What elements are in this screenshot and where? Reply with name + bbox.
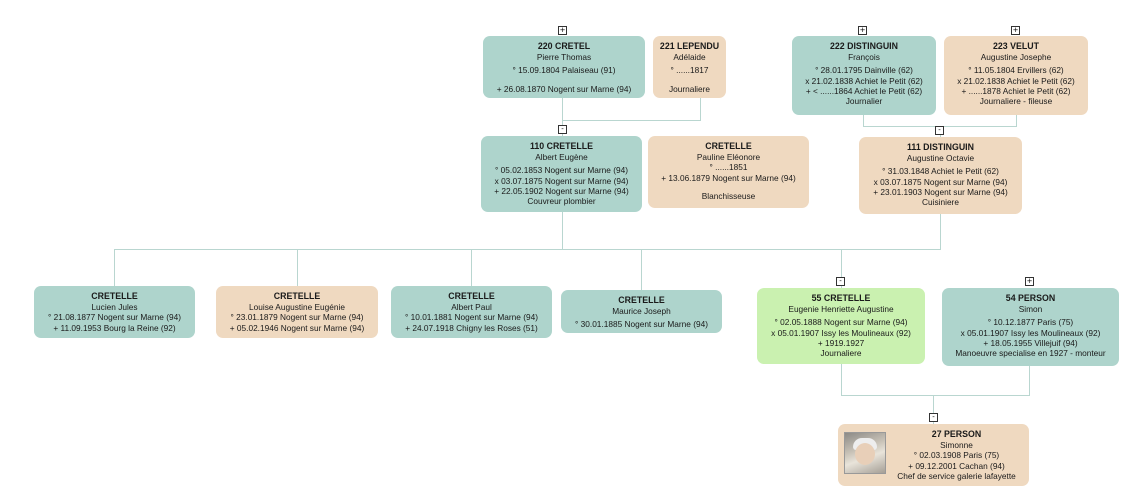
- person-name: CRETELLE: [705, 141, 752, 151]
- collapse-toggle-27[interactable]: -: [929, 413, 938, 422]
- person-death: + 1919.1927: [817, 337, 865, 348]
- person-card-55[interactable]: 55 CRETELLE Eugenie Henriette Augustine …: [757, 288, 925, 364]
- person-occupation: Manoeuvre specialise en 1927 - monteur: [955, 348, 1106, 359]
- person-birth: ° ......1851: [709, 162, 748, 173]
- person-card-222[interactable]: 222 DISTINGUIN François ° 28.01.1795 Dai…: [792, 36, 936, 115]
- expand-toggle-54[interactable]: +: [1025, 277, 1034, 286]
- person-name: 221 LEPENDU: [659, 41, 720, 51]
- person-birth: ° 10.01.1881 Nogent sur Marne (94): [405, 312, 538, 323]
- person-name: 220 CRETEL: [537, 41, 591, 51]
- person-death: + 13.06.1879 Nogent sur Marne (94): [661, 172, 796, 183]
- person-marriage: x 05.01.1907 Issy les Moulineaux (92): [960, 327, 1101, 338]
- person-occupation: Couvreur plombier: [527, 196, 596, 207]
- person-name: 110 CRETELLE: [529, 141, 594, 151]
- person-birth: ° 31.03.1848 Achiet le Petit (62): [882, 166, 999, 177]
- person-card-110[interactable]: 110 CRETELLE Albert Eugène ° 05.02.1853 …: [481, 136, 642, 212]
- person-first-names: Simonne: [940, 440, 973, 450]
- person-card-111[interactable]: 111 DISTINGUIN Augustine Octavie ° 31.03…: [859, 137, 1022, 214]
- expand-toggle-222[interactable]: +: [858, 26, 867, 35]
- person-first-names: Louise Augustine Eugénie: [249, 302, 345, 312]
- person-name: CRETELLE: [618, 295, 665, 305]
- person-birth: ° 11.05.1804 Ervillers (62): [968, 65, 1064, 76]
- person-card-maurice[interactable]: CRETELLE Maurice Joseph ° 30.01.1885 Nog…: [561, 290, 722, 333]
- person-details: 27 PERSON Simonne ° 02.03.1908 Paris (75…: [886, 429, 1027, 481]
- person-card-220[interactable]: 220 CRETEL Pierre Thomas ° 15.09.1804 Pa…: [483, 36, 645, 98]
- person-birth: ° 28.01.1795 Dainville (62): [815, 65, 913, 76]
- person-card-pauline[interactable]: CRETELLE Pauline Eléonore ° ......1851 +…: [648, 136, 809, 208]
- person-name: 222 DISTINGUIN: [830, 41, 898, 51]
- person-death: + 05.02.1946 Nogent sur Marne (94): [229, 322, 365, 333]
- person-death: + 24.07.1918 Chigny les Roses (51): [405, 322, 538, 333]
- person-name: 55 CRETELLE: [811, 293, 871, 303]
- person-name: 111 DISTINGUIN: [907, 142, 974, 152]
- person-first-names: Eugenie Henriette Augustine: [788, 304, 894, 314]
- expand-toggle-223[interactable]: +: [1011, 26, 1020, 35]
- person-occupation: Blanchisseuse: [701, 190, 756, 201]
- collapse-toggle-110[interactable]: -: [558, 125, 567, 134]
- person-death: + 22.05.1902 Nogent sur Marne (94): [494, 185, 629, 196]
- person-name: 223 VELUT: [993, 41, 1039, 51]
- person-death: + 23.01.1903 Nogent sur Marne (94): [873, 186, 1008, 197]
- person-card-221[interactable]: 221 LEPENDU Adélaide ° ......1817 Journa…: [653, 36, 726, 98]
- person-occupation: Journalier: [845, 96, 883, 107]
- person-name: CRETELLE: [273, 291, 321, 301]
- person-occupation: Journaliere: [820, 348, 862, 359]
- person-card-albert-paul[interactable]: CRETELLE Albert Paul ° 10.01.1881 Nogent…: [391, 286, 552, 338]
- person-occupation: Journaliere: [668, 83, 711, 94]
- person-birth: ° 23.01.1879 Nogent sur Marne (94): [230, 312, 364, 323]
- person-first-names: Adélaide: [673, 52, 706, 62]
- person-card-lucien[interactable]: CRETELLE Lucien Jules ° 21.08.1877 Nogen…: [34, 286, 195, 338]
- person-card-223[interactable]: 223 VELUT Augustine Josephe ° 11.05.1804…: [944, 36, 1088, 115]
- person-marriage: x 21.02.1838 Achiet le Petit (62): [805, 75, 923, 86]
- person-card-54[interactable]: 54 PERSON Simon ° 10.12.1877 Paris (75) …: [942, 288, 1119, 366]
- person-birth: ° 02.03.1908 Paris (75): [913, 450, 1000, 461]
- person-card-27[interactable]: 27 PERSON Simonne ° 02.03.1908 Paris (75…: [838, 424, 1029, 486]
- person-first-names: Albert Paul: [451, 302, 492, 312]
- person-death: + 09.12.2001 Cachan (94): [908, 460, 1005, 471]
- person-first-names: Simon: [1018, 304, 1043, 314]
- person-death: + < ......1864 Achiet le Petit (62): [805, 85, 923, 96]
- person-first-names: Lucien Jules: [91, 302, 138, 312]
- person-first-names: Pierre Thomas: [536, 52, 592, 62]
- person-card-louise[interactable]: CRETELLE Louise Augustine Eugénie ° 23.0…: [216, 286, 378, 338]
- person-occupation: Cuisiniere: [922, 197, 959, 208]
- person-name: 54 PERSON: [1005, 293, 1056, 303]
- person-birth: ° ......1817: [670, 65, 709, 76]
- person-name: CRETELLE: [91, 291, 138, 301]
- person-death: + 11.09.1953 Bourg la Reine (92): [53, 322, 176, 333]
- person-occupation: Chef de service galerie lafayette: [897, 470, 1016, 481]
- collapse-toggle-55[interactable]: -: [836, 277, 845, 286]
- person-first-names: Albert Eugène: [535, 152, 588, 162]
- person-first-names: François: [848, 52, 880, 62]
- person-death: + ......1878 Achiet le Petit (62): [961, 85, 1071, 96]
- person-first-names: Augustine Octavie: [906, 153, 975, 163]
- person-name: 27 PERSON: [931, 429, 982, 439]
- expand-toggle-220[interactable]: +: [558, 26, 567, 35]
- person-marriage: x 05.01.1907 Issy les Moulineaux (92): [771, 327, 911, 338]
- person-marriage: x 03.07.1875 Nogent sur Marne (94): [873, 176, 1008, 187]
- person-birth: ° 15.09.1804 Palaiseau (91): [512, 65, 616, 76]
- person-marriage: x 21.02.1838 Achiet le Petit (62): [957, 75, 1075, 86]
- person-occupation: Journaliere - fileuse: [979, 96, 1053, 107]
- person-birth: ° 02.05.1888 Nogent sur Marne (94): [774, 317, 908, 328]
- person-birth: ° 05.02.1853 Nogent sur Marne (94): [495, 165, 628, 176]
- person-birth: ° 10.12.1877 Paris (75): [987, 317, 1074, 328]
- person-death: + 26.08.1870 Nogent sur Marne (94): [496, 83, 632, 94]
- person-first-names: Augustine Josephe: [980, 52, 1052, 62]
- person-name: CRETELLE: [448, 291, 495, 301]
- person-birth: ° 21.08.1877 Nogent sur Marne (94): [48, 312, 181, 323]
- person-death: + 18.05.1955 Villejuif (94): [983, 337, 1078, 348]
- person-first-names: Pauline Eléonore: [696, 152, 761, 162]
- person-birth: ° 30.01.1885 Nogent sur Marne (94): [575, 319, 708, 330]
- collapse-toggle-111[interactable]: -: [935, 126, 944, 135]
- person-marriage: x 03.07.1875 Nogent sur Marne (94): [494, 175, 629, 186]
- person-photo[interactable]: [844, 432, 886, 474]
- person-first-names: Maurice Joseph: [612, 306, 671, 316]
